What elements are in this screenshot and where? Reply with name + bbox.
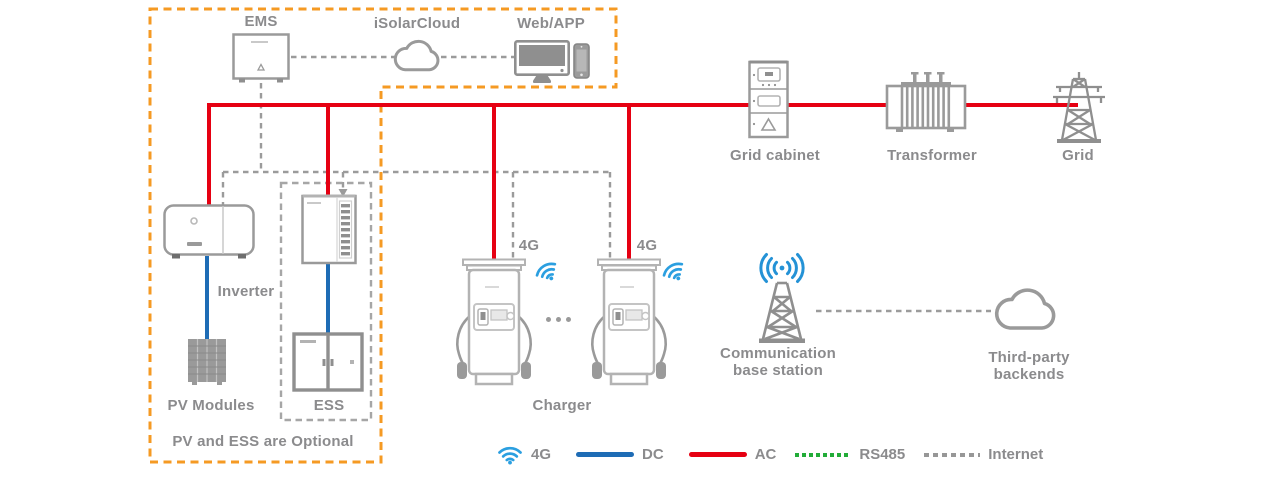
transformer-icon [884,72,968,134]
legend: 4G DC AC RS485 Internet [497,444,1043,465]
legend-internet-label: Internet [988,446,1044,463]
legend-item-ac: AC [688,446,777,463]
charger2-4g-label: 4G [636,237,658,254]
charger-label: Charger [532,397,592,414]
charger1-wifi-icon [530,256,563,288]
grid-cabinet-icon [748,59,789,139]
ess-label: ESS [313,397,345,414]
smartphone-icon [573,43,590,79]
base-station-label: Communication base station [720,345,836,379]
legend-ac-label: AC [754,446,777,463]
isolarcloud-cloud-icon [391,39,445,75]
third-party-label-line2: backends [993,366,1065,383]
ems-device-icon [232,33,290,83]
legend-ac-line-swatch [688,452,747,457]
webapp-devices-icon [514,40,590,84]
legend-4g-label: 4G [531,446,552,463]
more-chargers-ellipsis [546,317,571,322]
legend-dc-label: DC [642,446,664,463]
charger2-icon [589,258,669,388]
radio-waves-icon [759,253,805,283]
third-party-cloud-icon [991,286,1063,336]
legend-rs485-label: RS485 [859,446,906,463]
grid-cabinet-label: Grid cabinet [730,147,820,164]
ess-cabinet-icon [301,193,357,265]
legend-item-rs485: RS485 [795,446,905,463]
optional-region-border [148,7,618,464]
legend-rs485-line-swatch [795,452,852,457]
pv-modules-icon [188,339,226,385]
webapp-label: Web/APP [517,15,585,32]
inverter-device-icon [163,204,255,260]
base-station-label-line1: Communication [720,345,836,362]
third-party-label: Third-party backends [988,349,1069,383]
inverter-label: Inverter [217,283,275,300]
legend-internet-line-swatch [924,452,981,457]
charger2-wifi-icon [657,256,690,288]
base-station-icon [749,251,815,347]
ess-container-icon [292,332,364,392]
monitor-icon [514,40,570,83]
third-party-label-line1: Third-party [988,349,1070,366]
charger1-4g-label: 4G [518,237,540,254]
dc-lines [205,256,330,342]
grid-label: Grid [1062,147,1094,164]
charger1-icon [454,258,534,388]
grid-pylon-icon [1052,70,1106,145]
legend-wifi-icon [498,446,522,465]
legend-item-internet: Internet [924,446,1043,463]
isolarcloud-label: iSolarCloud [373,15,461,32]
legend-item-4g: 4G [497,444,551,465]
arrowhead-to-ess [338,189,348,197]
legend-item-dc: DC [576,446,664,463]
pv-modules-label: PV Modules [167,397,255,414]
transformer-label: Transformer [887,147,977,164]
optional-note-label: PV and ESS are Optional [172,433,354,450]
base-station-label-line2: base station [733,362,823,379]
ems-label: EMS [244,13,278,30]
legend-dc-line-swatch [576,452,635,457]
